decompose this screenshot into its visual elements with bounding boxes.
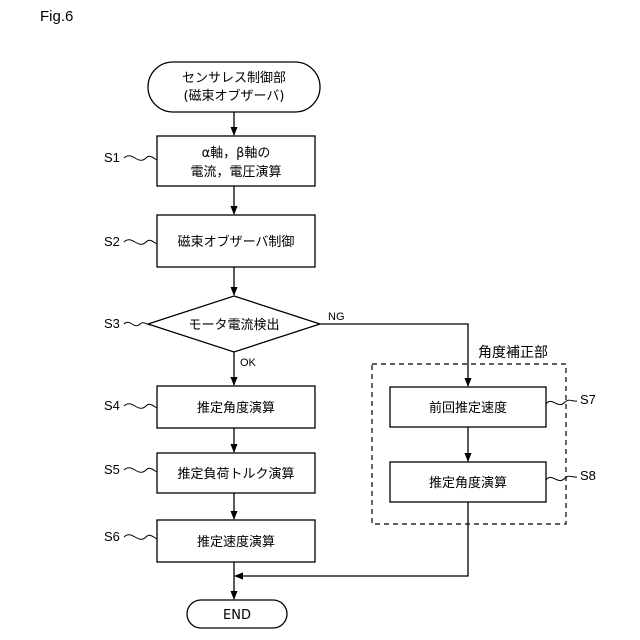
correction-group-title: 角度補正部: [478, 345, 548, 361]
arrow-ng-s7: [320, 324, 468, 386]
ok-label: OK: [240, 357, 257, 369]
s3-step-label: S3: [104, 316, 120, 331]
s1-label-line1: α軸，β軸の: [202, 146, 271, 161]
s1-label-line2: 電流，電圧演算: [190, 164, 281, 180]
s6-leader: [124, 535, 157, 540]
start-label-line1: センサレス制御部: [182, 71, 286, 86]
s4-step-label: S4: [104, 398, 120, 413]
s2-step-label: S2: [104, 234, 120, 249]
ng-label: NG: [328, 311, 345, 323]
s3-label: モータ電流検出: [188, 318, 279, 333]
start-label-line2: (磁束オブザーバ): [183, 88, 284, 104]
s2-leader: [124, 240, 157, 245]
s7-step-label: S7: [580, 392, 596, 407]
s5-leader: [124, 468, 157, 473]
s6-step-label: S6: [104, 529, 120, 544]
s8-step-label: S8: [580, 468, 596, 483]
s1-step-label: S1: [104, 150, 120, 165]
s6-label: 推定速度演算: [197, 534, 275, 550]
s3-leader: [124, 322, 150, 325]
s2-label: 磁束オブザーバ制御: [178, 234, 295, 250]
s5-label: 推定負荷トルク演算: [177, 466, 294, 482]
s1-leader: [124, 156, 157, 161]
s8-label: 推定角度演算: [429, 475, 507, 491]
s4-leader: [124, 404, 157, 409]
s4-label: 推定角度演算: [197, 400, 275, 416]
s5-step-label: S5: [104, 462, 120, 477]
start-terminal: [148, 62, 320, 112]
s7-leader: [546, 400, 577, 404]
end-label: END: [223, 608, 251, 623]
s8-leader: [546, 476, 577, 480]
s7-label: 前回推定速度: [429, 400, 507, 416]
